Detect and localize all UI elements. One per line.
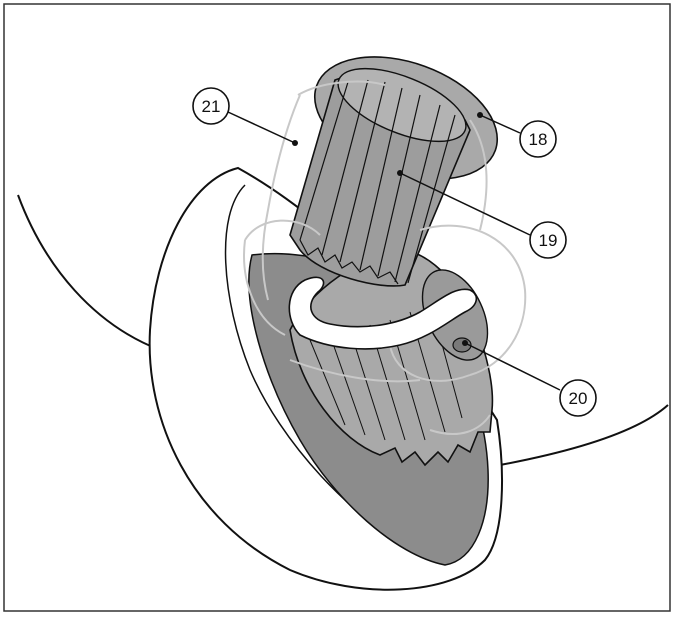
callout-18-label: 18 bbox=[529, 130, 548, 149]
leader-dot-18 bbox=[477, 112, 483, 118]
leader-dot-20 bbox=[462, 340, 468, 346]
leader-line-19 bbox=[399, 172, 531, 236]
body-curve-right bbox=[499, 404, 669, 466]
ghost-coupling-part-21 bbox=[243, 80, 527, 435]
leader-line-21 bbox=[227, 111, 296, 144]
callout-21-label: 21 bbox=[202, 97, 221, 116]
callout-21: 21 bbox=[192, 87, 230, 125]
shaft-part-19 bbox=[289, 67, 471, 287]
callout-19-label: 19 bbox=[539, 231, 558, 250]
callout-20-label: 20 bbox=[569, 389, 588, 408]
leader-line-18 bbox=[479, 114, 521, 134]
callout-20: 20 bbox=[559, 379, 597, 417]
body-curve-left bbox=[17, 194, 161, 351]
retaining-clip bbox=[288, 276, 478, 350]
leader-dot-19 bbox=[397, 170, 403, 176]
callout-19: 19 bbox=[529, 221, 567, 259]
callout-18: 18 bbox=[519, 120, 557, 158]
leader-dot-21 bbox=[292, 140, 298, 146]
leader-line-20 bbox=[464, 342, 561, 391]
